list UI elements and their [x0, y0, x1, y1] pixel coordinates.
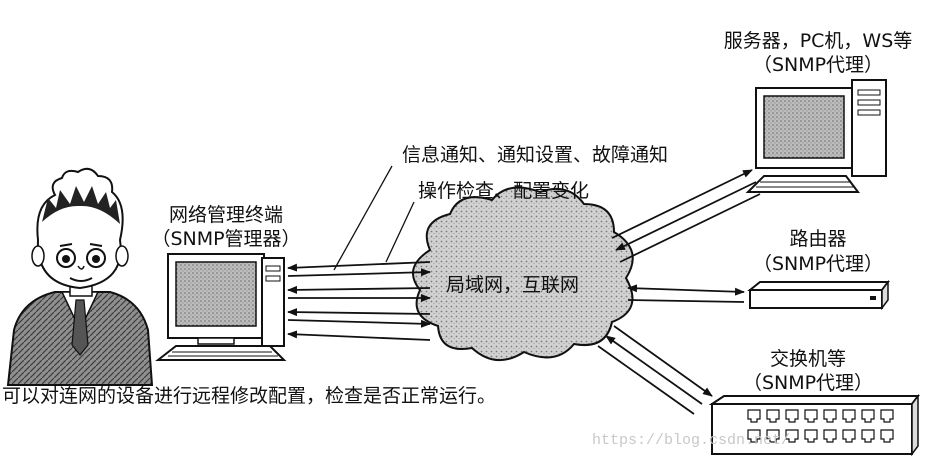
manager-caption: 可以对连网的设备进行远程修改配置，检查是否正常运行。 — [2, 385, 497, 407]
server-pc-icon — [745, 79, 887, 193]
router-agent-role: （SNMP代理） — [752, 253, 884, 275]
annotation-leaders — [333, 165, 415, 271]
switch-port-icon — [880, 429, 894, 443]
router-links — [627, 284, 745, 303]
router-agent-title: 路由器 — [789, 228, 847, 250]
switch-port-icon — [747, 409, 761, 423]
server-agent-role: （SNMP代理） — [752, 54, 884, 76]
messages-line-1: 信息通知、通知设置、故障通知 — [402, 144, 669, 166]
switch-port-icon — [804, 429, 818, 443]
switch-port-icon — [842, 429, 856, 443]
switch-agent-title: 交换机等 — [769, 348, 847, 370]
switch-port-icon — [804, 409, 818, 423]
switch-icon — [708, 393, 920, 457]
server-links — [611, 169, 761, 263]
router-icon — [747, 279, 890, 311]
watermark: https://blog.csdn.net/ — [592, 432, 791, 449]
manager-role: （SNMP管理器） — [151, 228, 301, 250]
switch-port-icon — [766, 429, 780, 443]
switch-agent-role: （SNMP代理） — [742, 372, 874, 394]
switch-port-icon — [823, 429, 837, 443]
network-label: 局域网，互联网 — [446, 274, 580, 296]
administrator-person-icon — [6, 167, 154, 386]
switch-port-icon — [766, 409, 780, 423]
manager-pc-icon — [155, 253, 287, 361]
switch-port-icon — [785, 429, 799, 443]
messages-line-2: 操作检查、配置变化 — [418, 180, 590, 202]
network-cloud-icon — [411, 186, 634, 361]
manager-links — [287, 261, 431, 341]
switch-port-icon — [861, 429, 875, 443]
manager-title: 网络管理终端 — [168, 204, 284, 226]
switch-port-icon — [785, 409, 799, 423]
switch-links — [597, 325, 713, 415]
switch-port-icon — [880, 409, 894, 423]
switch-port-icon — [861, 409, 875, 423]
switch-port-icon — [823, 409, 837, 423]
switch-port-icon — [842, 409, 856, 423]
server-agent-title: 服务器，PC机，WS等 — [723, 30, 913, 52]
switch-port-icon — [747, 429, 761, 443]
